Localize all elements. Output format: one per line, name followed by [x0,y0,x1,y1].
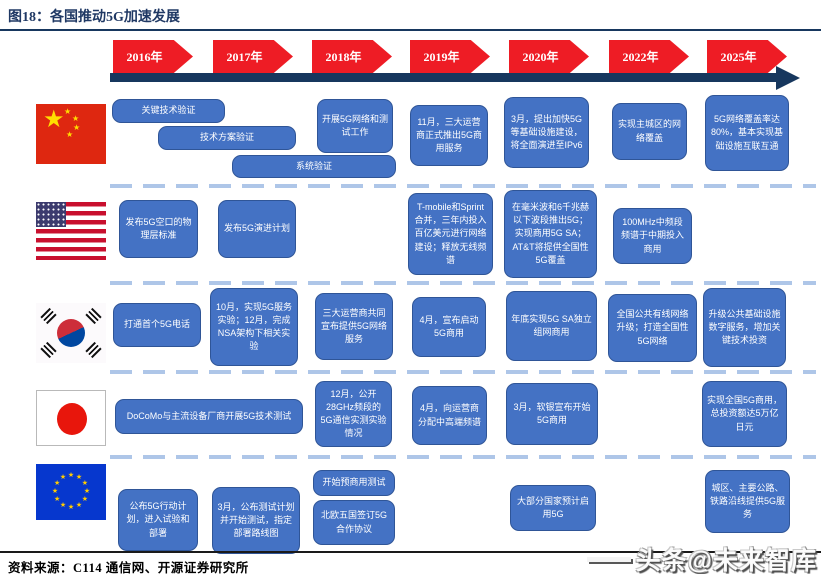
event-box: 12月，公开28GHz频段的5G通信实测实验情况 [315,381,392,447]
event-box: 4月，向运营商分配中高端频谱 [412,386,487,445]
watermark-dash [586,556,631,562]
year-arrow-2017: 2017年 [213,40,293,73]
footer-divider [0,551,821,553]
year-arrow-2022: 2022年 [609,40,689,73]
row-separator [110,281,816,285]
event-box: 3月，提出加快5G等基础设施建设，将全面演进至IPv6 [504,97,589,168]
event-box: 三大运营商共同宣布提供5G网络服务 [315,293,393,360]
year-arrow-2020: 2020年 [509,40,589,73]
eu-flag-icon: ★★★★★★★★★★★★ [36,464,106,520]
event-box: 大部分国家预计启用5G [510,485,596,531]
year-arrow-2016: 2016年 [113,40,193,73]
watermark: 头条@未来智库 [586,541,817,574]
year-arrow-2018: 2018年 [312,40,392,73]
year-arrow-2019: 2019年 [410,40,490,73]
event-box: 实现主城区的网络覆盖 [612,103,687,160]
source-text: 资料来源：C114 通信网、开源证券研究所 [8,561,249,574]
event-box: 4月，宣布启动5G商用 [412,297,486,357]
event-box: 技术方案验证 [158,126,296,150]
event-box: 11月，三大运营商正式推出5G商用服务 [410,105,488,166]
event-box: 关键技术验证 [112,99,225,123]
event-box: 5G网络覆盖率达80%，基本实现基础设施互联互通 [705,95,789,171]
row-separator [110,370,816,374]
timeline-axis-arrow [110,73,778,82]
event-box: 城区、主要公路、铁路沿线提供5G服务 [705,470,790,533]
event-box: 打通首个5G电话 [113,303,201,347]
event-box: 北欧五国签订5G合作协议 [313,500,395,545]
timeline-arrowhead-icon [776,66,800,90]
event-box: 开展5G网络和测试工作 [317,99,393,153]
japan-flag-icon [36,390,106,446]
event-box: 10月，实现5G服务实验；12月，完成NSA架构下相关实验 [210,288,298,366]
event-box: DoCoMo与主流设备厂商开展5G技术测试 [115,399,303,434]
event-box: 发布5G演进计划 [218,200,296,258]
usa-flag-icon [36,202,106,260]
title-divider [0,29,821,31]
event-box: 全国公共有线网络升级；打造全国性5G网络 [608,294,697,362]
event-box: 系统验证 [232,155,396,178]
event-box: 3月，公布测试计划并开始测试，指定部署路线图 [212,487,300,554]
event-box: 发布5G空口的物理层标准 [119,200,198,258]
event-box: 年底实现5G SA独立组网商用 [506,291,597,361]
event-box: 公布5G行动计划，进入试验和部署 [118,489,198,551]
row-separator [110,455,816,459]
event-box: 开始预商用测试 [313,470,395,496]
year-arrow-2025: 2025年 [707,40,787,73]
china-flag-icon: ★ ★ ★ ★ ★ [36,104,106,164]
event-box: T-mobile和Sprint合并，三年内投入百亿美元进行网络建设；释放无线频谱 [408,193,493,275]
event-box: 100MHz中频段频谱于中期投入商用 [613,208,692,264]
figure-title: 图18：各国推动5G加速发展 [8,10,180,25]
korea-flag-icon [36,303,106,363]
row-separator [110,184,816,188]
event-box: 在毫米波和6千兆赫以下波段推出5G；实现商用5G SA；AT&T将提供全国性5G… [504,190,597,278]
watermark-text: 头条@未来智库 [635,547,817,574]
event-box: 实现全国5G商用，总投资额达5万亿日元 [702,381,787,447]
event-box: 升级公共基础设施数字服务，增加关键技术投资 [703,288,786,367]
event-box: 3月，软银宣布开始5G商用 [506,383,598,445]
